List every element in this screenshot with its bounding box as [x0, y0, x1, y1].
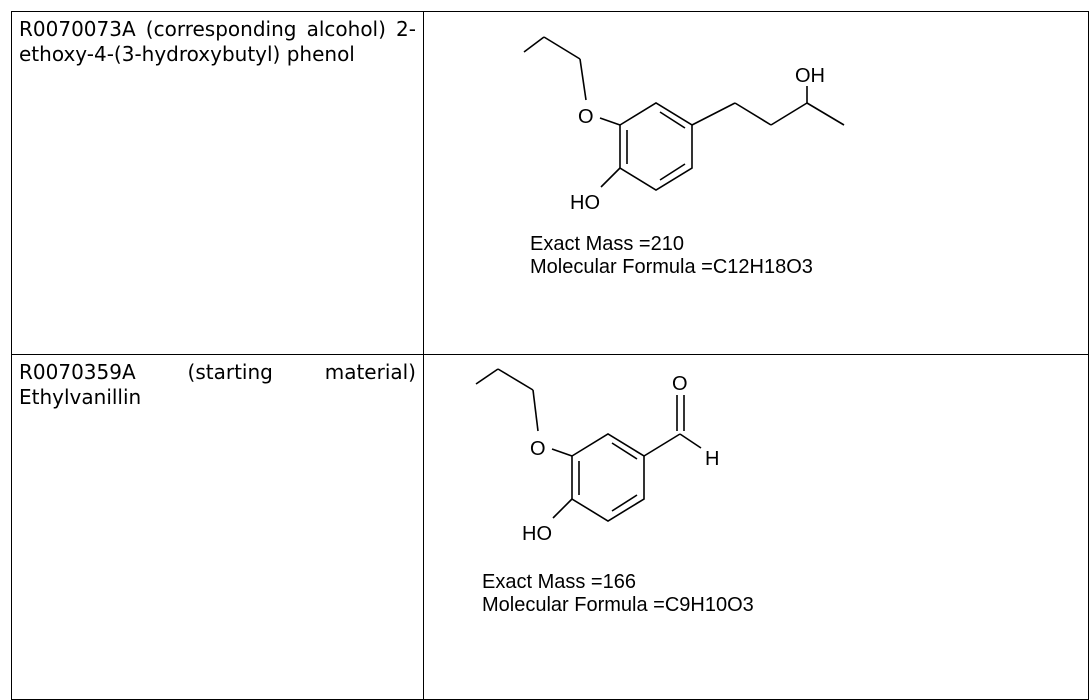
atom-label-o: O: [672, 373, 688, 395]
chemical-structure-drawing: O HO OH: [523, 36, 845, 214]
compound-table: R0070073A (corresponding alcohol) 2-etho…: [11, 11, 1089, 700]
bond: [552, 498, 573, 519]
exact-mass: Exact Mass =166: [482, 571, 636, 593]
molecular-formula: Molecular Formula =C12H18O3: [530, 256, 813, 278]
molecule-info: Exact Mass =210 Molecular Formula =C12H1…: [530, 233, 813, 279]
bond: [599, 117, 621, 126]
atom-label-o: O: [578, 106, 594, 128]
compound-name-cell: R0070359A (starting material) Ethylvanil…: [11, 354, 424, 700]
exact-mass: Exact Mass =210: [530, 233, 684, 255]
benzene-ring: [619, 102, 693, 191]
table-row: R0070359A (starting material) Ethylvanil…: [11, 354, 1089, 700]
structure-container: O HO OH: [424, 12, 1088, 354]
bond: [579, 58, 587, 101]
double-bond: [659, 111, 686, 129]
double-bond: [611, 442, 638, 460]
double-bond: [659, 163, 686, 181]
bond: [806, 102, 845, 126]
bond: [770, 102, 808, 126]
structure-container: O HO O H: [424, 355, 1088, 699]
table-row: R0070073A (corresponding alcohol) 2-etho…: [11, 11, 1089, 355]
compound-name: R0070073A (corresponding alcohol) 2-etho…: [19, 17, 416, 66]
molecule-info: Exact Mass =166 Molecular Formula =C9H10…: [482, 571, 754, 617]
bond: [497, 368, 534, 391]
bond: [551, 448, 573, 457]
atom-label-ho: HO: [570, 192, 600, 214]
compound-name-cell: R0070073A (corresponding alcohol) 2-etho…: [11, 11, 424, 355]
bond: [475, 368, 499, 385]
atom-label-h: H: [705, 448, 719, 470]
bond: [734, 102, 772, 126]
bond: [691, 102, 736, 126]
bond: [679, 433, 702, 449]
molecular-formula: Molecular Formula =C9H10O3: [482, 594, 754, 616]
chemical-structure-drawing: O HO O H: [475, 368, 719, 545]
atom-label-ho: HO: [522, 523, 552, 545]
compound-name: R0070359A (starting material) Ethylvanil…: [19, 360, 416, 409]
benzene-ring: [571, 433, 645, 522]
bond: [523, 36, 545, 53]
bond: [543, 36, 581, 60]
structure-cell: O HO OH: [423, 11, 1089, 355]
atom-label-o: O: [530, 438, 546, 460]
double-bond: [611, 494, 638, 512]
structure-cell: O HO O H: [423, 354, 1089, 700]
bond: [532, 389, 539, 432]
bond: [600, 167, 621, 188]
atom-label-oh: OH: [795, 65, 825, 87]
bond: [643, 433, 681, 457]
